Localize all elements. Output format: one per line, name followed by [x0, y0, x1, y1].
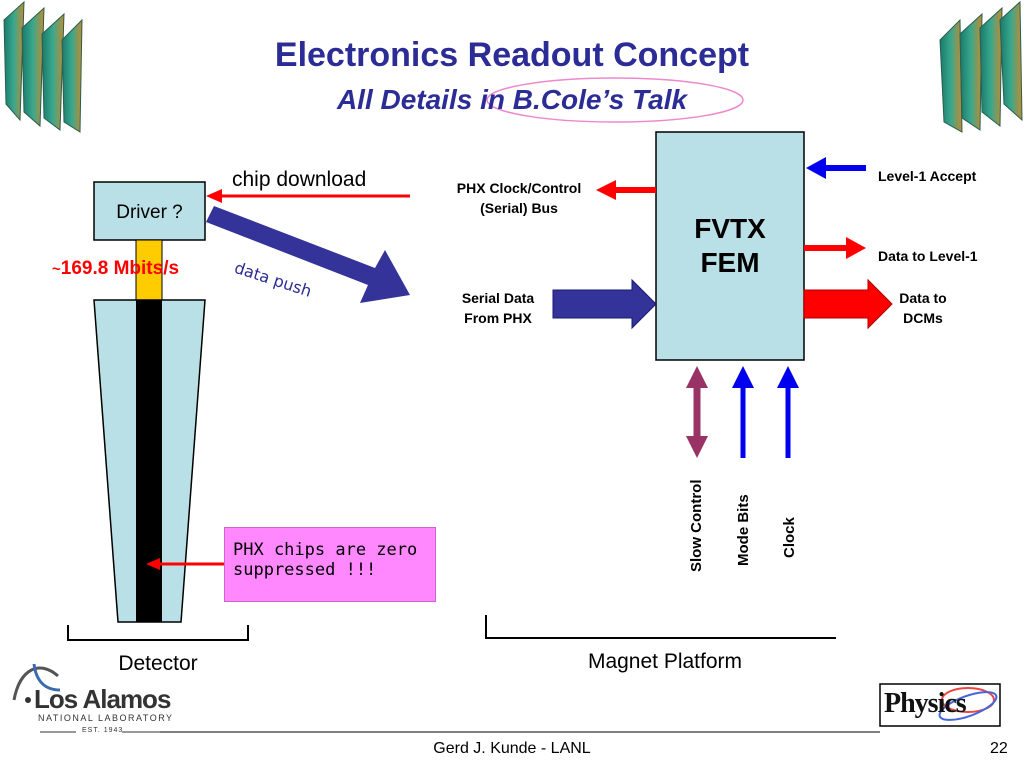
- slow-control-arrowhead-up: [686, 366, 708, 388]
- data-level1-arrowhead: [846, 237, 866, 259]
- fem-label-line1: FVTX: [694, 213, 766, 244]
- slide-title: Electronics Readout Concept: [274, 36, 750, 74]
- slow-control-label: Slow Control: [688, 479, 705, 573]
- rate-tilde: ~: [52, 261, 61, 278]
- data-dcms-arrow: [803, 278, 893, 330]
- phx-clock-label: PHX Clock/Control (Serial) Bus: [456, 180, 582, 216]
- lanl-logo-subtitle: NATIONAL LABORATORY: [38, 713, 174, 723]
- page-number: 22: [990, 740, 1008, 757]
- serial-data-label: Serial Data From PHX: [461, 290, 535, 326]
- slow-control-arrowhead-down: [686, 436, 708, 458]
- zero-suppressed-note: PHX chips are zero suppressed !!!: [224, 527, 436, 602]
- chip-download-arrowhead: [206, 189, 222, 203]
- detector-readout-strip: [136, 300, 162, 622]
- note-pointer-arrowhead: [146, 558, 160, 570]
- driver-box: [93, 181, 206, 241]
- rate-label: ~169.8 Mbits/s: [52, 258, 179, 280]
- serial-data-arrow: [552, 278, 657, 330]
- physics-logo-mark: [879, 683, 1001, 727]
- physics-logo-text: Physics: [884, 688, 967, 719]
- footer-author: Gerd J. Kunde - LANL: [433, 740, 591, 757]
- chip-download-label: chip download: [232, 168, 367, 191]
- rate-value: 169.8 Mbits/s: [60, 258, 180, 279]
- rate-cable: [135, 239, 163, 301]
- driver-label: Driver ?: [116, 202, 183, 223]
- lanl-logo-name: Los Alamos: [34, 684, 171, 714]
- detector-fan-right-decoration: [939, 0, 1023, 133]
- data-to-dcms-label: Data to DCMs: [899, 290, 947, 326]
- data-push-arrow: [206, 206, 410, 303]
- mode-bits-arrowhead: [732, 366, 754, 388]
- level1-accept-label: Level-1 Accept: [878, 168, 977, 184]
- detector-fan-left-decoration: [3, 0, 83, 133]
- lanl-logo-est: EST. 1943: [82, 727, 124, 734]
- highlight-ellipse: [486, 77, 744, 123]
- fem-label: FVTX FEM: [656, 212, 804, 280]
- data-to-level1-label: Data to Level-1: [878, 248, 978, 264]
- mode-bits-label: Mode Bits: [735, 494, 752, 566]
- clock-label: Clock: [781, 517, 798, 558]
- detector-label: Detector: [118, 652, 198, 675]
- level1-accept-arrowhead: [806, 157, 826, 179]
- phx-clock-arrowhead: [596, 180, 616, 200]
- magnet-platform-bracket: [485, 615, 836, 639]
- lanl-logo-mark: [12, 663, 160, 733]
- detector-bracket: [67, 625, 249, 641]
- magnet-platform-label: Magnet Platform: [587, 650, 743, 673]
- clock-arrowhead: [777, 366, 799, 388]
- slide-subtitle: All Details in B.Cole’s Talk: [336, 84, 688, 115]
- fem-box: [655, 131, 805, 361]
- fem-label-line2: FEM: [700, 247, 760, 278]
